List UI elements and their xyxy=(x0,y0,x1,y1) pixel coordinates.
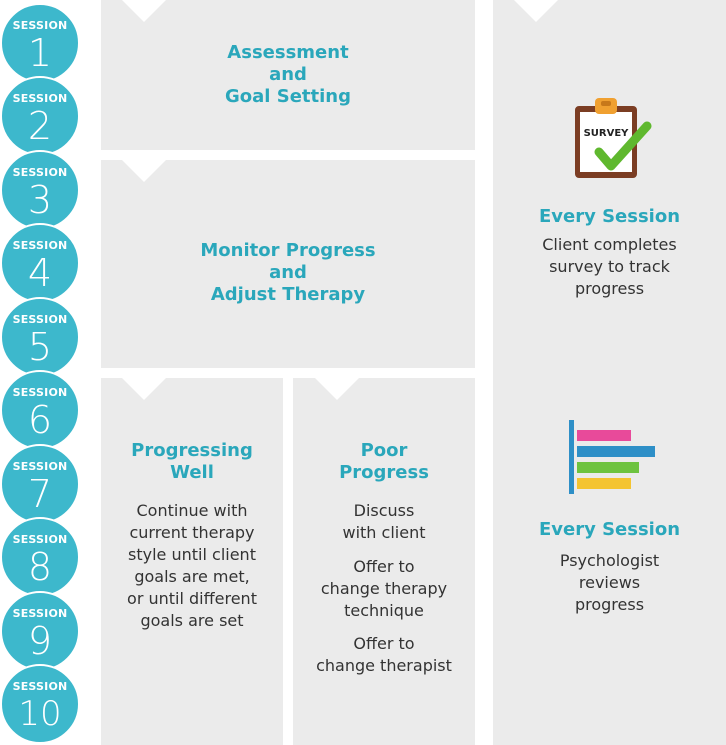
session-number: 6 xyxy=(27,398,53,442)
survey-body: Client completes survey to track progres… xyxy=(542,235,677,298)
monitor-panel: Monitor Progress and Adjust Therapy xyxy=(101,150,475,368)
review-heading: Every Session xyxy=(538,519,681,540)
session-label: SESSION xyxy=(12,239,68,252)
session-number: 9 xyxy=(27,619,53,663)
bar-chart-icon xyxy=(569,420,655,494)
panel-notch xyxy=(122,0,166,22)
panel-notch xyxy=(122,160,166,182)
monitor-heading: Monitor Progress and Adjust Therapy xyxy=(200,240,376,305)
session-label: SESSION xyxy=(12,313,68,326)
session-label: SESSION xyxy=(12,680,68,693)
progressing-well-panel: Progressing Well Continue with current t… xyxy=(101,378,283,745)
session-number: 10 xyxy=(18,694,62,734)
session-label: SESSION xyxy=(12,460,68,473)
session-number: 4 xyxy=(27,251,53,295)
session-number: 2 xyxy=(27,104,53,148)
assessment-heading: Assessment and Goal Setting xyxy=(225,42,351,107)
poor-progress-item-1: Discuss with client xyxy=(342,501,426,542)
survey-icon-label: SURVEY xyxy=(584,128,630,139)
poor-progress-panel: Poor Progress Discuss with client Offer … xyxy=(293,378,475,745)
panel-notch xyxy=(514,0,558,22)
session-label: SESSION xyxy=(12,386,68,399)
assessment-panel: Assessment and Goal Setting xyxy=(101,0,475,150)
session-label: SESSION xyxy=(12,166,68,179)
separator xyxy=(101,150,475,160)
session-number: 5 xyxy=(27,325,53,369)
poor-progress-item-2: Offer to change therapy technique xyxy=(320,557,448,620)
session-label: SESSION xyxy=(12,533,68,546)
every-session-panel: SURVEY Every Session Client completes su… xyxy=(493,0,726,745)
session-number: 3 xyxy=(27,178,53,222)
review-body: Psychologist reviews progress xyxy=(559,551,660,614)
session-number: 8 xyxy=(27,545,53,589)
session-number: 1 xyxy=(27,31,53,75)
panel-notch xyxy=(122,378,166,400)
progressing-well-body: Continue with current therapy style unti… xyxy=(127,501,257,630)
panel-notch xyxy=(315,378,359,400)
session-label: SESSION xyxy=(12,607,68,620)
session-label: SESSION xyxy=(12,19,68,32)
survey-clipboard-icon: SURVEY xyxy=(575,98,652,178)
survey-heading: Every Session xyxy=(538,206,681,227)
poor-progress-heading: Poor Progress xyxy=(339,440,429,483)
poor-progress-item-3: Offer to change therapist xyxy=(316,634,452,675)
progressing-well-heading: Progressing Well xyxy=(131,440,253,483)
session-number: 7 xyxy=(27,472,53,516)
session-label: SESSION xyxy=(12,92,68,105)
